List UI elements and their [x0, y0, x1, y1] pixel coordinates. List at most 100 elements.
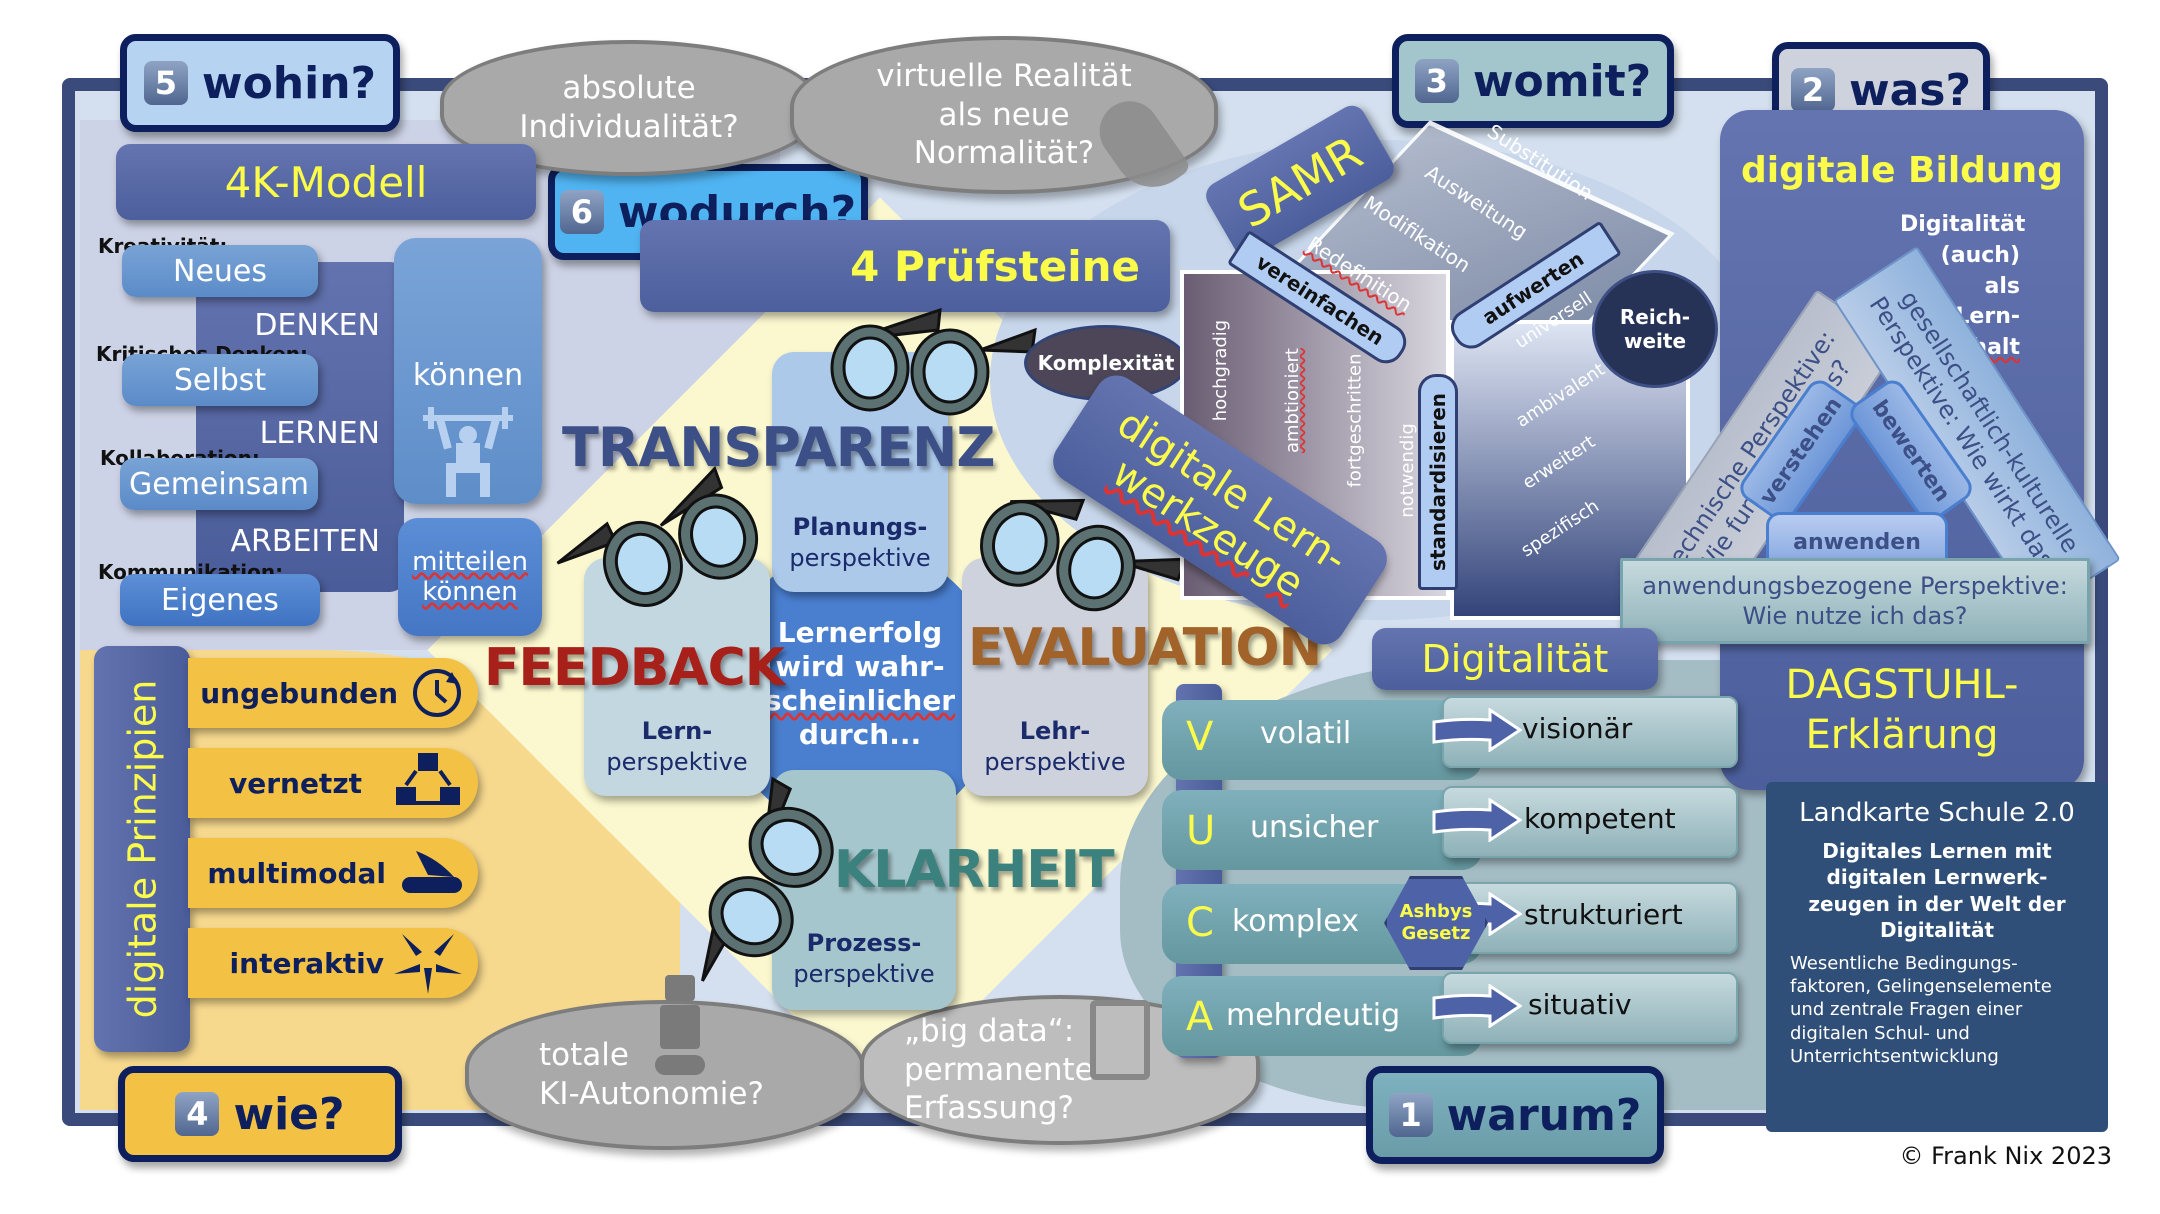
verb-label: anwenden [1793, 529, 1921, 555]
perspective-line: Planungs- [792, 513, 928, 541]
prinzip-multimodal[interactable]: multimodal [188, 838, 478, 908]
criterion-transparenz: TRANSPARENZ [562, 416, 996, 479]
arrow-standardisieren: standardisieren [1418, 374, 1458, 590]
perspective-line: perspektive [789, 544, 931, 573]
cloud-text: als neue [938, 96, 1070, 133]
glasses-icon [830, 307, 1037, 416]
question-tab-1[interactable]: 1 warum? [1366, 1066, 1664, 1164]
dagstuhl-label: DAGSTUHL- Erklärung [1720, 660, 2084, 760]
vuca-row-u [1162, 790, 1482, 870]
samr-depth-hochgradig: hochgradig [1210, 319, 1232, 422]
info-subtitle-line: digitalen Lernwerk- [1826, 865, 2048, 890]
4k-value-eigenes: Eigenes [120, 574, 320, 626]
number-badge-3: 3 [1414, 59, 1459, 103]
vuca-row-v [1162, 700, 1482, 780]
4k-verbs-panel [196, 262, 404, 592]
4k-value-gemeinsam: Gemeinsam [120, 458, 318, 510]
4k-value-selbst: Selbst [122, 354, 318, 406]
vuca-from-komplex: komplex [1232, 904, 1359, 939]
4k-value-neues: Neues [122, 245, 318, 297]
prinzip-vernetzt[interactable]: vernetzt [188, 748, 478, 818]
criterion-klarheit: KLARHEIT [834, 840, 1115, 900]
pruefsteine-center-text: Lernerfolg wird wahr- scheinlicher durch… [760, 616, 960, 753]
vuca-row-a [1162, 976, 1482, 1056]
question-tab-3[interactable]: 3 womit? [1392, 34, 1674, 128]
vuca-letter: U [1186, 808, 1215, 854]
hands-circle-icon [394, 934, 462, 994]
info-body-line: digitalen Schul- und [1790, 1022, 1970, 1044]
perspective-text-lern: Lern- perspektive [584, 716, 770, 778]
bildung-title: digitale Bildung [1741, 150, 2063, 191]
vuca-to-visionaer: visionär [1522, 712, 1633, 745]
pruefsteine-title: 4 Prüfsteine [850, 241, 1140, 291]
copyright-notice: © Frank Nix 2023 [1899, 1142, 2112, 1170]
mitteilen-label: können [422, 577, 518, 607]
prinzip-interaktiv[interactable]: interaktiv [188, 928, 478, 998]
cloud-text: permanente [904, 1051, 1094, 1088]
ashby-line: Gesetz [1401, 923, 1471, 944]
prinzipien-side-label: digitale Prinzipien [94, 646, 190, 1052]
cloud-text: KI-Autonomie? [539, 1076, 764, 1112]
question-label-wohin: wohin? [201, 57, 377, 109]
prinzip-ungebunden[interactable]: ungebunden [188, 658, 478, 728]
info-body-line: und zentrale Fragen einer [1790, 999, 2023, 1021]
dagstuhl-line: DAGSTUHL- [1785, 662, 2019, 708]
perspective-text-lehr: Lehr- perspektive [962, 716, 1148, 778]
verb-arbeiten: ARBEITEN [230, 524, 380, 559]
anwendung-line: anwendungsbezogene Perspektive: [1642, 572, 2068, 600]
prinzipien-title: digitale Prinzipien [120, 679, 164, 1019]
question-tab-5[interactable]: 5 wohin? [120, 34, 400, 132]
question-label-warum: warum? [1446, 1089, 1642, 1141]
info-body: Wesentliche Bedingungs- faktoren, Geling… [1790, 952, 2084, 1069]
number-badge-6: 6 [559, 190, 604, 234]
4k-value-text: Selbst [173, 362, 267, 398]
prinzip-label: ungebunden [200, 676, 398, 710]
prinzip-label: multimodal [207, 856, 386, 890]
note-line: Digitalität [1900, 212, 2026, 237]
4k-value-text: Gemeinsam [129, 466, 309, 502]
vuca-letter-u: U [1186, 808, 1216, 854]
4k-model-title: 4K-Modell [224, 157, 428, 207]
reichweite-line: Reich- [1619, 305, 1691, 329]
info-subtitle-line: Digitales Lernen mit [1822, 839, 2052, 863]
perspective-line: Prozess- [806, 929, 922, 957]
perspective-line: perspektive [984, 748, 1126, 777]
vuca-letter: C [1186, 900, 1214, 946]
mitteilen-label: mitteilen [412, 547, 528, 577]
samr-depth-ambtioniert: ambtioniert [1282, 347, 1304, 454]
koennen-label: können [412, 358, 524, 393]
question-tab-4[interactable]: 4 wie? [118, 1066, 402, 1162]
vuca-from-mehrdeutig: mehrdeutig [1226, 998, 1401, 1033]
center-line: Lernerfolg [777, 616, 943, 649]
anwendungsbezogene-perspektive: anwendungsbezogene Perspektive: Wie nutz… [1620, 558, 2090, 644]
number-badge-1: 1 [1388, 1093, 1433, 1137]
perspective-line: Lehr- [1019, 717, 1091, 745]
vuca-letter-c: C [1186, 900, 1214, 946]
clock-refresh-icon [413, 669, 461, 717]
4k-value-text: Eigenes [161, 582, 279, 618]
anwendung-line: Wie nutze ich das? [1742, 602, 1968, 630]
glasses-icon [980, 498, 1189, 612]
cloud-ki-autonomie: totale KI-Autonomie? [465, 1000, 865, 1150]
vuca-from-volatil: volatil [1260, 716, 1352, 751]
criterion-evaluation: EVALUATION [968, 618, 1322, 678]
perspective-text-planung: Planungs- perspektive [772, 512, 948, 574]
robot-icon [655, 975, 705, 1085]
pruefsteine-header: 4 Prüfsteine [640, 220, 1170, 312]
info-box: Landkarte Schule 2.0 Digitales Lernen mi… [1766, 782, 2108, 1132]
perspective-box-lern [584, 558, 770, 796]
cloud-text: Individualität? [519, 109, 739, 145]
arrow-label: standardisieren [1426, 392, 1450, 572]
question-label-womit: womit? [1472, 55, 1652, 107]
info-body-line: Wesentliche Bedingungs- [1790, 952, 2018, 974]
vuca-to-strukturiert: strukturiert [1524, 898, 1683, 931]
number-badge-2: 2 [1790, 68, 1835, 112]
perspective-line: perspektive [793, 960, 935, 989]
cloud-text: totale [539, 1037, 629, 1074]
info-body-line: faktoren, Gelingenselemente [1790, 975, 2052, 997]
komplexitaet-label: Komplexität [1037, 351, 1175, 375]
verb-denken: DENKEN [254, 308, 380, 343]
glasses-icon [701, 776, 834, 982]
question-label-wie: wie? [233, 1088, 345, 1140]
perspective-text-prozess: Prozess- perspektive [772, 928, 956, 990]
